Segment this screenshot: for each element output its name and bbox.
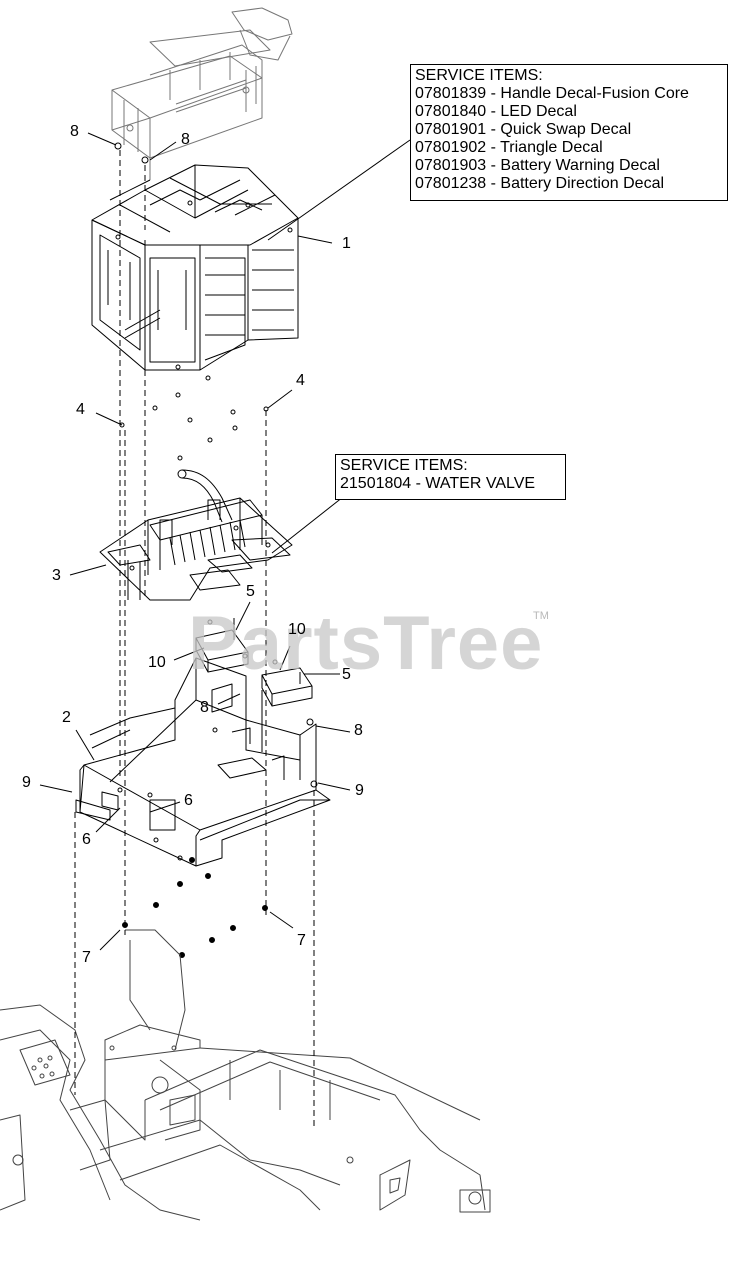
parts-tree-watermark: PartsTree <box>188 601 544 686</box>
service-items-title: SERVICE ITEMS: <box>340 457 468 474</box>
callout-7: 7 <box>297 932 306 949</box>
leader-lines <box>39 132 411 951</box>
callout-5: 5 <box>246 583 255 600</box>
callout-10: 10 <box>288 621 306 638</box>
callout-7: 7 <box>82 949 91 966</box>
callout-9: 9 <box>22 774 31 791</box>
callout-8: 8 <box>181 131 190 148</box>
callout-6: 6 <box>82 831 91 848</box>
service-item: 07801238 - Battery Direction Decal <box>415 175 665 192</box>
service-item: 07801902 - Triangle Decal <box>415 139 603 156</box>
hardware-bolts <box>114 142 269 461</box>
callout-8: 8 <box>70 123 79 140</box>
service-items-title: SERVICE ITEMS: <box>415 67 543 84</box>
hardware-nuts <box>122 857 268 958</box>
service-item: 07801901 - Quick Swap Decal <box>415 121 632 138</box>
callout-8: 8 <box>354 722 363 739</box>
callout-4: 4 <box>296 372 305 389</box>
service-item: 21501804 - WATER VALVE <box>340 475 536 492</box>
brackets <box>195 618 313 707</box>
callout-3: 3 <box>52 567 61 584</box>
battery-tray <box>75 657 331 867</box>
callout-6: 6 <box>184 792 193 809</box>
callout-9: 9 <box>355 782 364 799</box>
cable-tray <box>99 469 293 601</box>
callout-4: 4 <box>76 401 85 418</box>
callout-10: 10 <box>148 654 166 671</box>
battery-pack <box>91 164 299 371</box>
handle-assembly <box>111 7 293 180</box>
callout-2: 2 <box>62 709 71 726</box>
callout-8: 8 <box>200 699 209 716</box>
callout-5: 5 <box>342 666 351 683</box>
service-item: 07801840 - LED Decal <box>415 103 577 120</box>
service-items-box-decals: SERVICE ITEMS: 07801839 - Handle Decal-F… <box>410 64 728 201</box>
alignment-lines <box>74 150 315 1130</box>
service-items-box-water-valve: SERVICE ITEMS: 21501804 - WATER VALVE <box>335 454 566 500</box>
frame <box>0 929 491 1221</box>
service-item: 07801839 - Handle Decal-Fusion Core <box>415 85 689 102</box>
trademark-symbol: TM <box>533 610 549 622</box>
callout-1: 1 <box>342 235 351 252</box>
service-item: 07801903 - Battery Warning Decal <box>415 157 660 174</box>
